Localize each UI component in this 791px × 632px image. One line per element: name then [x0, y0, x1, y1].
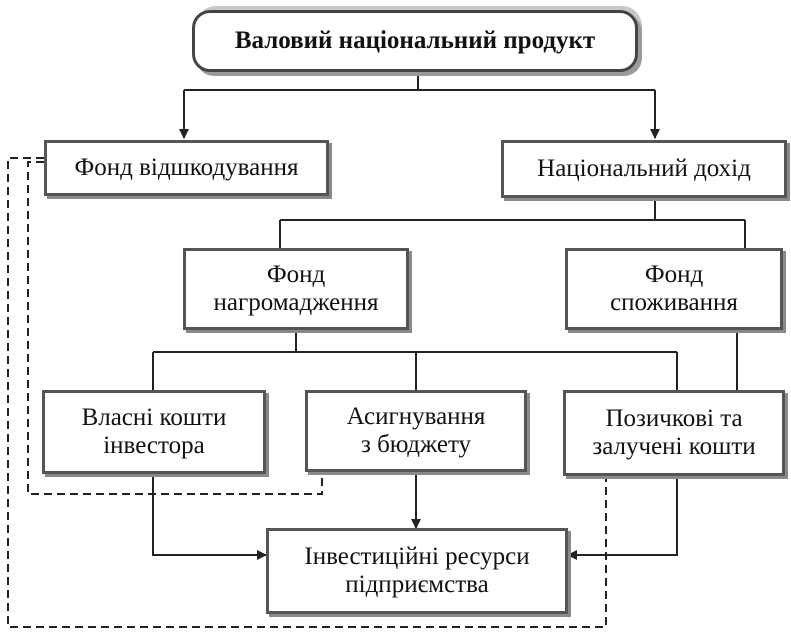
arrow-loans-to-resources	[567, 476, 678, 560]
own-funds-box: Власні кошти інвестора	[42, 390, 266, 474]
investment-resources-label: Інвестиційні ресурси підприємства	[304, 543, 530, 598]
fund-accumulation-box: Фонд нагромадження	[183, 248, 409, 330]
loans-box: Позичкові та залучені кошти	[563, 390, 785, 476]
investment-resources-box: Інвестиційні ресурси підприємства	[266, 528, 568, 614]
budget-box: Асигнування з бюджету	[305, 390, 527, 472]
fund-compensation-label: Фонд відшкодування	[74, 154, 299, 181]
budget-label: Асигнування з бюджету	[346, 403, 486, 458]
gnp-title: Валовий національний продукт	[234, 27, 596, 54]
fund-consumption-label: Фонд споживання	[610, 261, 738, 316]
fund-compensation-box: Фонд відшкодування	[44, 140, 329, 196]
arrow-own-funds-to-resources	[152, 474, 267, 560]
national-income-label: Національний дохід	[537, 155, 751, 182]
gnp-title-box: Валовий національний продукт	[192, 10, 638, 72]
connector-title-split	[184, 72, 655, 91]
connector-income-split	[279, 198, 746, 248]
loans-label: Позичкові та залучені кошти	[592, 405, 756, 460]
national-income-box: Національний дохід	[501, 140, 787, 198]
connector-accumulation-split	[152, 330, 678, 390]
own-funds-label: Власні кошти інвестора	[81, 404, 227, 459]
fund-accumulation-label: Фонд нагромадження	[213, 261, 379, 316]
fund-consumption-box: Фонд споживання	[565, 248, 783, 330]
